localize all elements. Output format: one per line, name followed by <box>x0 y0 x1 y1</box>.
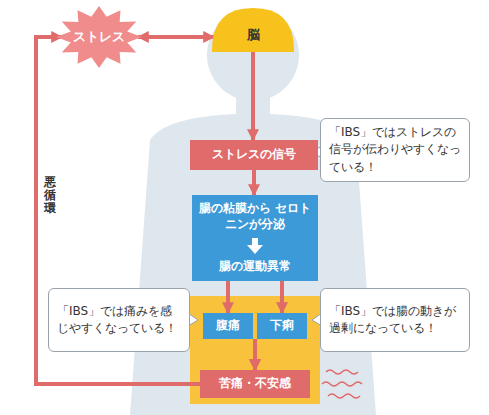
callout-tails <box>188 146 322 326</box>
loop-label: 悪循環 <box>44 176 56 216</box>
flow-arrow <box>253 339 257 370</box>
symptom-box: 腹痛 <box>203 313 253 339</box>
shape-fill <box>212 8 294 52</box>
node-label: 腹痛 <box>216 318 240 334</box>
node-label: 苦痛・不安感 <box>219 376 291 392</box>
shape-fill <box>56 6 142 68</box>
brain-dome: 脳 <box>212 8 294 52</box>
flow-arrow <box>280 281 284 313</box>
down-arrow-icon <box>247 238 263 254</box>
node-label: ストレス <box>73 29 125 46</box>
stress-burst: ストレス <box>56 6 142 68</box>
node-label: ストレスの信号 <box>212 147 296 163</box>
result-box: 苦痛・不安感 <box>200 370 310 398</box>
flow-arrow <box>36 37 200 384</box>
note-text: 「IBS」ではストレスの信号が伝わりやすくなっている！ <box>329 124 461 176</box>
process-box: ストレスの信号 <box>190 140 318 170</box>
flow-arrow <box>251 52 255 140</box>
flow-arrow <box>253 339 257 370</box>
pain-squiggles <box>322 370 362 398</box>
flow-arrow <box>252 170 256 195</box>
note-text: 「IBS」では痛みを感じやすくなっている！ <box>57 303 181 338</box>
note-text: 「IBS」では腸の動きが過剰になっている！ <box>329 303 461 338</box>
node-label: 下痢 <box>270 318 294 334</box>
callout-note: 「IBS」ではストレスの信号が伝わりやすくなっている！ <box>320 118 470 182</box>
symptom-box: 下痢 <box>257 313 307 339</box>
node-label: 脳 <box>247 27 260 44</box>
node-label: 腸の運動異常 <box>219 259 291 275</box>
callout-note: 「IBS」では腸の動きが過剰になっている！ <box>320 288 470 352</box>
process-box: 腸の粘膜から セロトニンが分泌腸の運動異常 <box>192 195 318 281</box>
node-label: 腸の粘膜から セロトニンが分泌 <box>198 201 312 232</box>
flow-arrow <box>226 281 230 313</box>
abdomen-band <box>190 296 320 404</box>
flow-arrow <box>138 35 214 39</box>
callout-note: 「IBS」では痛みを感じやすくなっている！ <box>48 288 190 352</box>
